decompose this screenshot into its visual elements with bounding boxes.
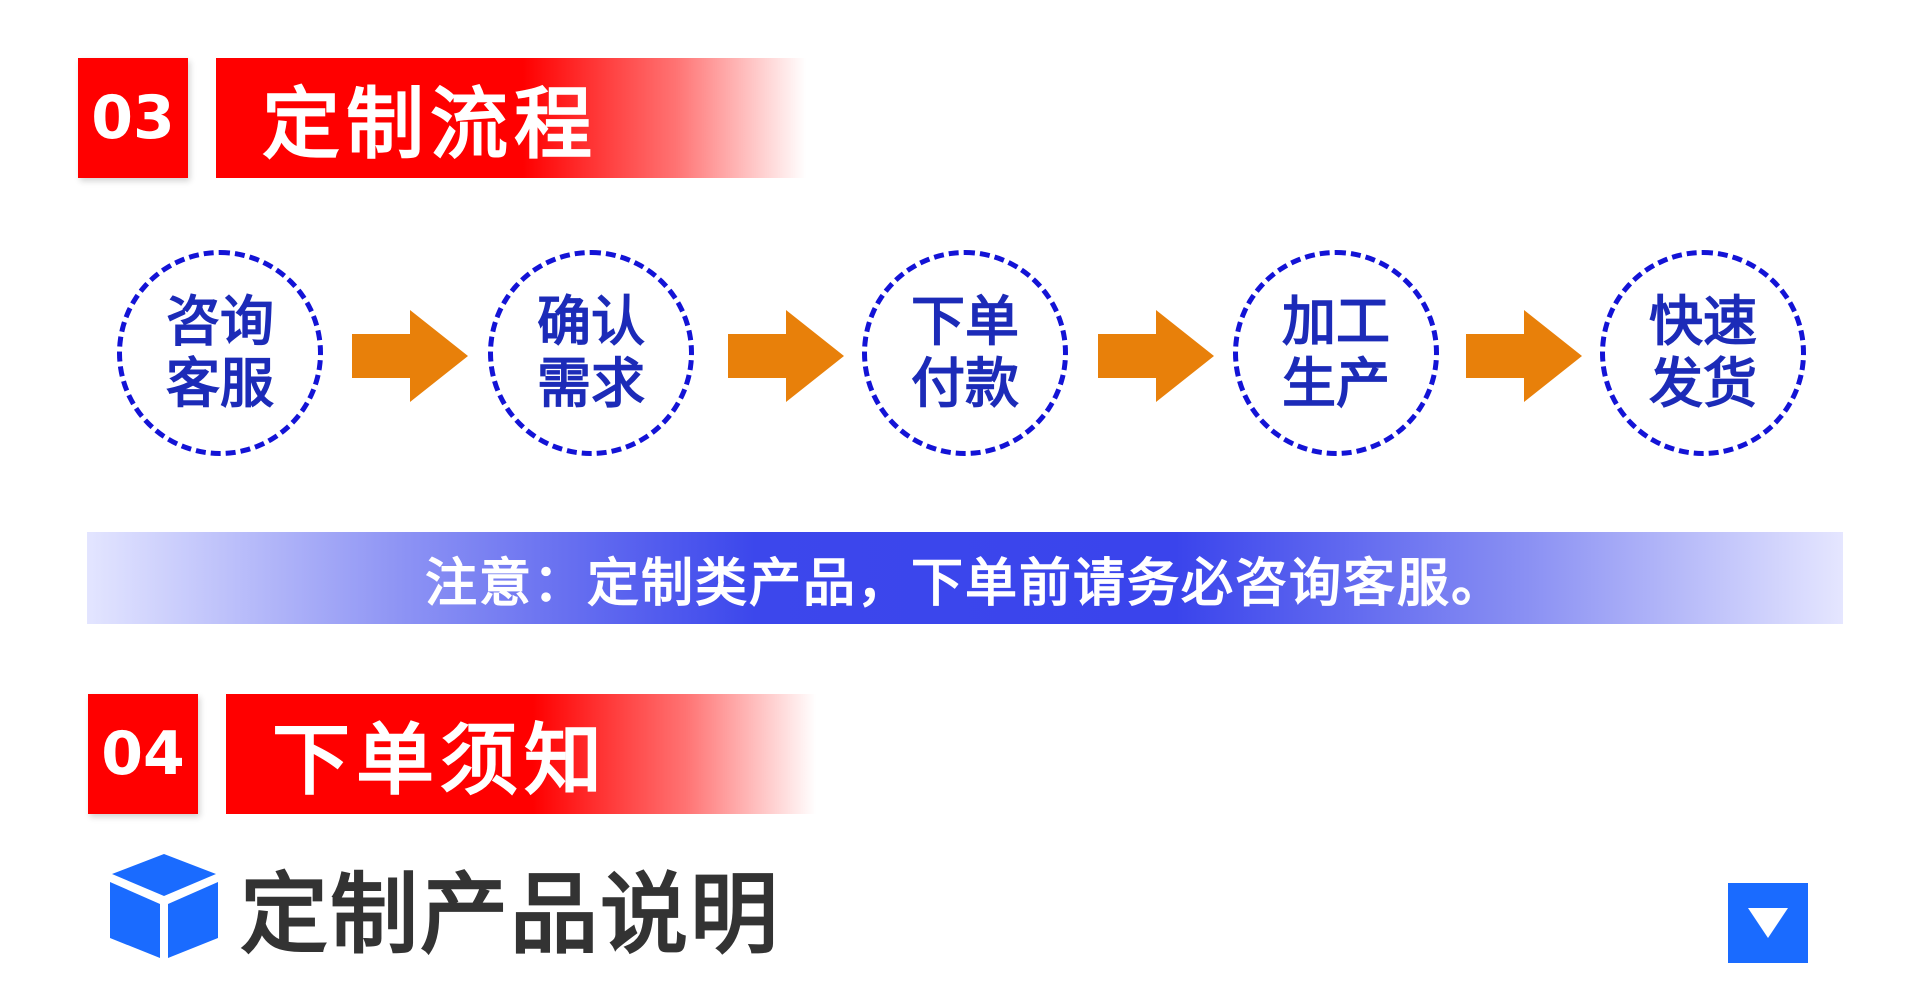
process-step-confirm: 确认 需求: [488, 250, 694, 456]
product-description-title: 定制产品说明: [240, 862, 781, 966]
step-label-line1: 下单: [911, 290, 1019, 353]
step-label-line2: 客服: [166, 352, 274, 415]
arrow-right-icon: [1466, 310, 1582, 402]
step-label-line2: 付款: [911, 352, 1019, 415]
step-label-line2: 发货: [1649, 352, 1757, 415]
step-label-line1: 加工: [1282, 290, 1390, 353]
section-03-title: 定制流程: [216, 58, 806, 178]
arrow-right-icon: [352, 310, 468, 402]
section-03-number: 03: [78, 58, 188, 178]
step-label-line2: 生产: [1282, 352, 1390, 415]
arrow-right-icon: [728, 310, 844, 402]
step-label-line1: 咨询: [166, 290, 274, 353]
process-step-shipping: 快速 发货: [1600, 250, 1806, 456]
notice-banner: 注意：定制类产品，下单前请务必咨询客服。: [87, 532, 1843, 624]
arrow-right-icon: [1098, 310, 1214, 402]
section-04-title: 下单须知: [226, 694, 816, 814]
process-step-production: 加工 生产: [1233, 250, 1439, 456]
cube-icon: [110, 854, 218, 958]
process-step-consult: 咨询 客服: [117, 250, 323, 456]
process-step-order: 下单 付款: [862, 250, 1068, 456]
section-04-number: 04: [88, 694, 198, 814]
step-label-line2: 需求: [537, 352, 645, 415]
step-label-line1: 确认: [537, 290, 645, 353]
expand-toggle-button[interactable]: [1728, 883, 1808, 963]
triangle-down-icon: [1748, 908, 1788, 938]
step-label-line1: 快速: [1649, 290, 1757, 353]
